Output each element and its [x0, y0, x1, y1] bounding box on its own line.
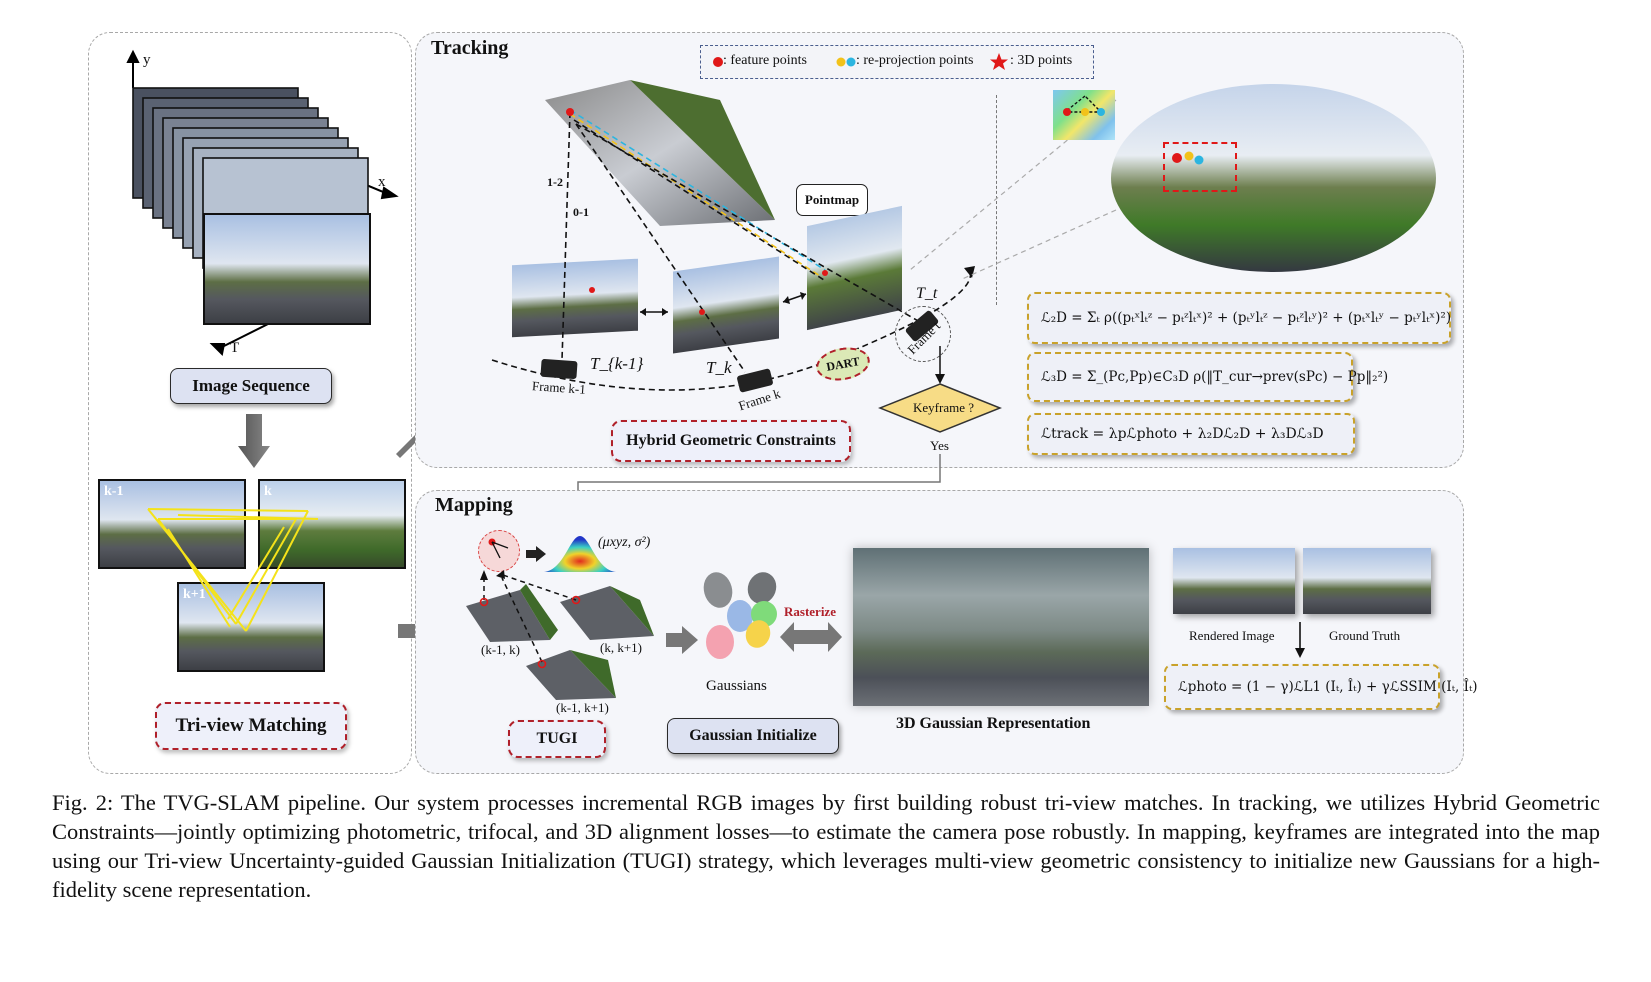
pose-label-k: T_k — [706, 358, 732, 377]
zoom-guides — [909, 99, 1117, 281]
down-arrow-icon — [238, 414, 270, 468]
gaussian-initialize-label: Gaussian Initialize — [667, 718, 839, 754]
ground-truth-image — [1303, 548, 1431, 614]
hybrid-constraints-label: Hybrid Geometric Constraints — [611, 420, 851, 462]
rendered-image — [1173, 548, 1295, 614]
tugi-point-icon — [488, 538, 509, 559]
keyframe-diamond — [878, 346, 1002, 433]
tracking-divider — [996, 95, 997, 305]
mapping-title: Mapping — [435, 494, 513, 516]
image-sequence-label: Image Sequence — [170, 368, 332, 404]
legend-reprojection: : re-projection points — [856, 53, 974, 68]
arrow-to-gaussians-icon — [666, 626, 698, 654]
depth-label-1-2: 1-2 — [547, 175, 563, 189]
match-lines — [147, 508, 319, 632]
representation-label: 3D Gaussian Representation — [896, 715, 1091, 732]
axis-t-label: T — [230, 340, 240, 356]
frame-label-k+1: k+1 — [183, 587, 206, 602]
rasterize-label: Rasterize — [784, 604, 836, 619]
tracking-title: Tracking — [431, 37, 509, 59]
ltrack-equation: ℒtrack = λpℒphoto + λ₂Dℒ₂D + λ₃Dℒ₃D — [1027, 413, 1355, 455]
zoom-ellipse-image — [1111, 84, 1436, 272]
rasterize-double-arrow-icon — [780, 622, 842, 652]
pair-label-1: (k-1, k) — [481, 642, 520, 657]
pointmap-label: Pointmap — [796, 184, 868, 216]
depth-label-0-1: 0-1 — [573, 205, 589, 219]
frame-t-ring — [895, 306, 951, 362]
l3d-equation: ℒ₃D = Σ_(Pc,Pp)∈C₃D ρ(‖T_cur→prev(sPc) −… — [1027, 352, 1388, 402]
rendered-label: Rendered Image — [1189, 628, 1275, 643]
heatmap-points — [1063, 95, 1105, 116]
pointmap-surface — [545, 80, 775, 226]
tugi-point-circle — [478, 530, 520, 572]
figure-caption: Fig. 2: The TVG-SLAM pipeline. Our syste… — [52, 790, 1600, 902]
frame-label-k-1: k-1 — [104, 484, 124, 499]
gaussian-ellipsoids — [703, 572, 777, 659]
gaussian-param: (μxyz, σ²) — [598, 535, 651, 550]
pose-label-k-1: T_{k-1} — [590, 354, 644, 373]
keyframe-label: Keyframe ? — [913, 400, 974, 415]
gt-label: Ground Truth — [1329, 628, 1401, 643]
match-frame-k-minus-1 — [98, 479, 246, 569]
front-frame-image — [203, 213, 371, 325]
arrow-to-gaussian-icon — [526, 546, 546, 562]
gaussians-label: Gaussians — [706, 678, 767, 694]
legend — [700, 45, 1094, 79]
zoom-points — [1172, 151, 1204, 165]
reprojection-cyan-icon — [846, 57, 856, 67]
left-panel — [88, 32, 412, 774]
pair-label-2: (k, k+1) — [600, 640, 642, 655]
camera-icon-k-1 — [540, 358, 578, 380]
legend-icons — [713, 53, 1008, 70]
gaussian-bell-icon — [544, 536, 616, 572]
axis-y-label: y — [143, 52, 151, 68]
photo-loss-equation: ℒphoto = (1 − γ)ℒL1 (Iₜ, Îₜ) + γℒSSIM (I… — [1164, 664, 1478, 710]
pose-label-t: T_t — [916, 285, 938, 302]
tracking-geometry-lines — [491, 108, 975, 391]
reprojection-yellow-icon — [836, 57, 846, 67]
star-icon — [990, 53, 1008, 70]
feature-point-icon — [713, 57, 723, 67]
l2d-equation: ℒ₂D = Σₜ ρ((pₜˣlₜᶻ − pₜᶻlₜˣ)² + (pₜʸlₜᶻ … — [1027, 292, 1451, 344]
frame-label-k: k — [264, 484, 272, 499]
yes-label: Yes — [930, 438, 949, 453]
legend-feature: : feature points — [723, 53, 807, 68]
tugi-label: TUGI — [508, 720, 606, 758]
zoom-red-box — [1163, 142, 1237, 192]
axis-x-label: x — [378, 174, 386, 190]
tri-view-matching-label: Tri-view Matching — [155, 702, 347, 750]
gaussian-representation-image — [853, 548, 1149, 706]
match-frame-k — [258, 479, 406, 569]
pair-label-3: (k-1, k+1) — [556, 700, 609, 715]
tugi-pair-surfaces — [466, 570, 654, 700]
legend-3d: : 3D points — [1010, 53, 1073, 68]
down-arrow-small-icon — [1295, 622, 1305, 658]
